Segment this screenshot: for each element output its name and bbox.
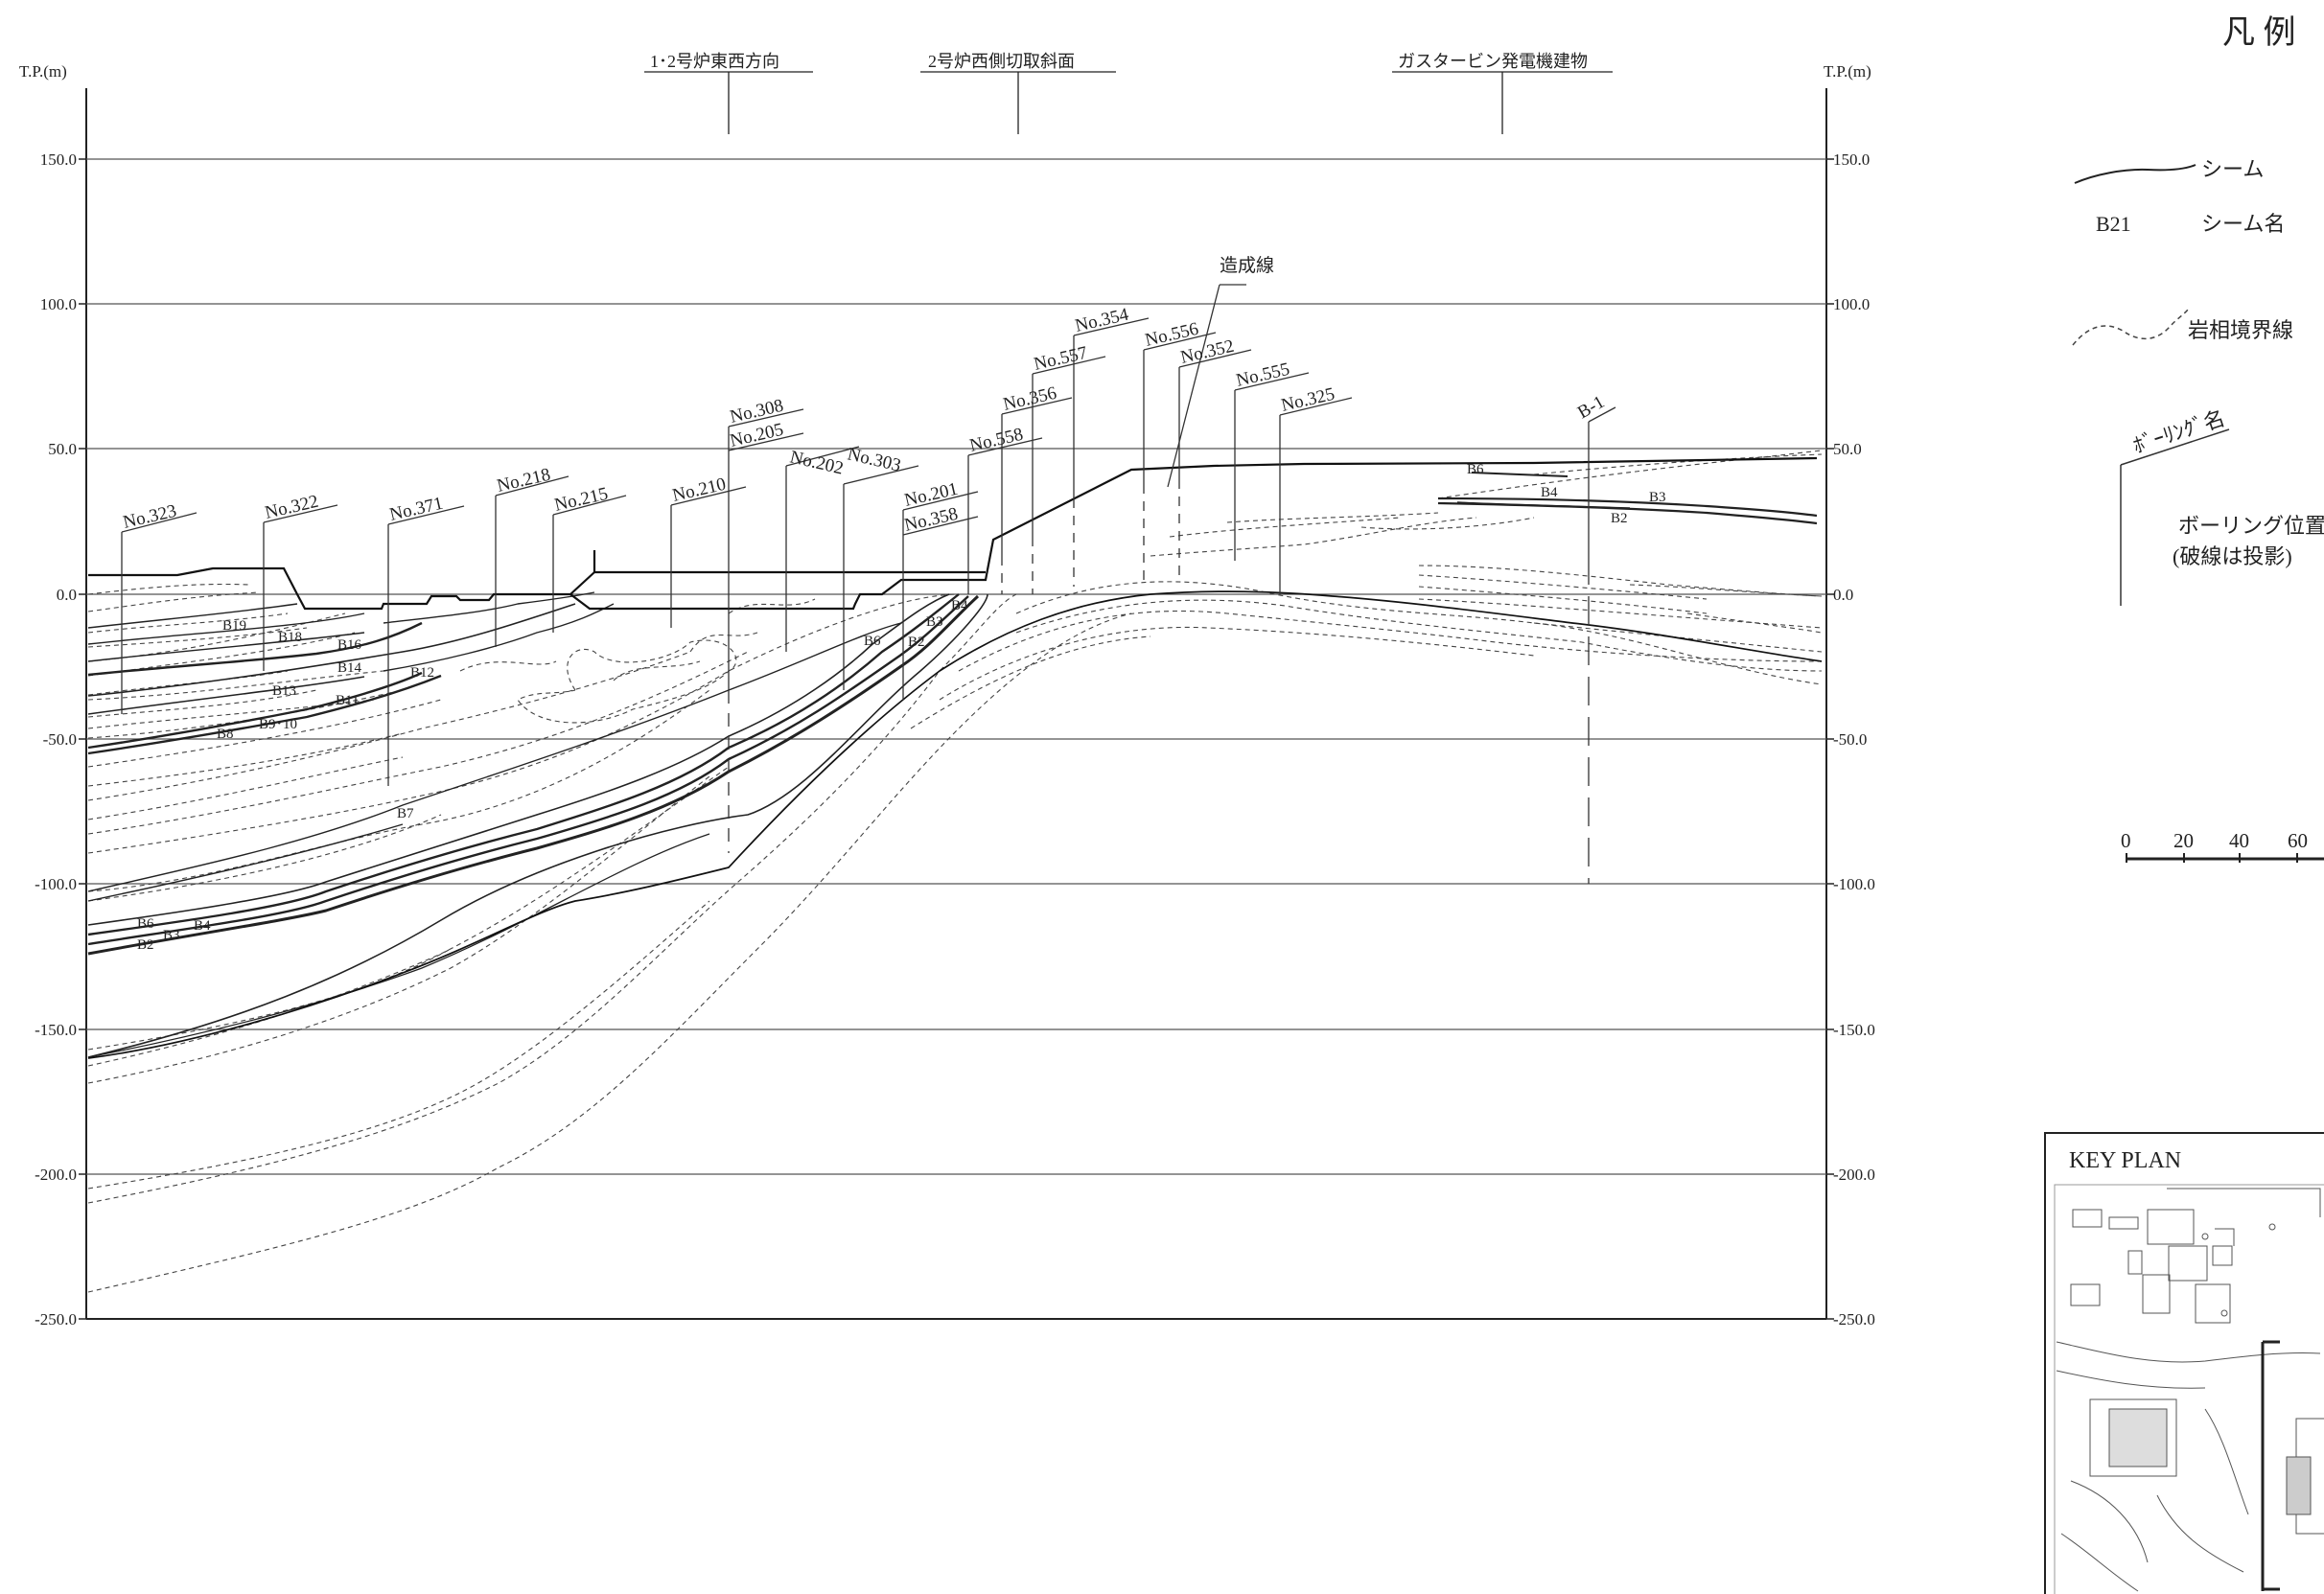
seam-label: B3	[1649, 490, 1666, 505]
seam-label: B18	[278, 630, 302, 645]
tick-label: 0.0	[57, 586, 77, 604]
seam-label: B12	[410, 665, 434, 681]
borehole-leaders	[121, 284, 1616, 884]
tick-label: -100.0	[35, 875, 77, 893]
seam-label: B14	[337, 660, 362, 676]
borehole-label: No.354	[1073, 305, 1130, 336]
tick-label: -250.0	[35, 1310, 77, 1328]
grading-line-label: 造成線	[1220, 255, 1274, 276]
legend-seam-name: シーム名	[2201, 212, 2285, 236]
axis-ticks	[79, 158, 1834, 1320]
seam-label: B4	[1541, 485, 1558, 500]
seams	[87, 472, 1818, 1058]
legend: 凡 例 シーム B21 シーム名 岩相境界線 ﾎﾞｰﾘﾝｸﾞ名 ボーリング位置 …	[2072, 15, 2324, 606]
legend-boring-projection: (破線は投影)	[2173, 544, 2292, 568]
borehole-label: No.325	[1279, 384, 1336, 416]
seam-label: B11	[336, 693, 359, 708]
direction-label: ガスタービン発電機建物	[1398, 52, 1588, 71]
axis-unit-right: T.P.(m)	[1824, 62, 1871, 81]
seam-label: B6	[864, 634, 881, 649]
key-plan-title: KEY PLAN	[2069, 1148, 2181, 1173]
left-tick-labels: 150.0 100.0 50.0 0.0 -50.0 -100.0 -150.0…	[35, 150, 77, 1328]
tick-label: -150.0	[1833, 1021, 1875, 1039]
tick-label: 50.0	[1833, 440, 1862, 458]
tick-label: -250.0	[1833, 1310, 1875, 1328]
borehole-label: No.555	[1234, 359, 1291, 391]
seam-label: B7	[397, 806, 414, 821]
right-tick-labels: 150.0 100.0 50.0 0.0 -50.0 -100.0 -150.0…	[1833, 150, 1875, 1328]
tick-label: 100.0	[1833, 295, 1870, 313]
seam-label: B2	[908, 635, 925, 650]
seam-label: B6	[137, 916, 154, 932]
axis-unit-left: T.P.(m)	[19, 62, 67, 81]
borehole-label: No.322	[263, 492, 320, 523]
seam-label: B9･10	[259, 717, 297, 732]
legend-boundary-line	[2072, 309, 2189, 346]
lithology-boundaries	[87, 450, 1823, 1293]
seam-label: B3	[163, 928, 180, 943]
tick-label: -100.0	[1833, 875, 1875, 893]
seam-label: B19	[222, 618, 246, 634]
tick-label: -200.0	[1833, 1166, 1875, 1184]
borehole-label: No.202	[788, 447, 846, 478]
seam-labels: B19 B18 B16 B14 B12 B13 B11 B8 B9･10 B7 …	[137, 462, 1666, 953]
tick-label: -150.0	[35, 1021, 77, 1039]
direction-label: 1･2号炉東西方向	[650, 52, 779, 71]
scale-tick-label: 60	[2288, 829, 2308, 852]
direction-label: 2号炉西側切取斜面	[928, 52, 1075, 71]
tick-label: -200.0	[35, 1166, 77, 1184]
seam-label: B8	[217, 727, 234, 742]
seam-label: B4	[951, 598, 968, 613]
borehole-label: No.323	[121, 501, 178, 533]
borehole-label: No.210	[670, 474, 728, 506]
legend-seam-code: B21	[2096, 212, 2131, 236]
borehole-label: No.356	[1001, 383, 1058, 415]
seam-label: B4	[194, 918, 211, 934]
tick-label: 150.0	[40, 150, 77, 169]
legend-boring-name: ﾎﾞｰﾘﾝｸﾞ名	[2130, 405, 2228, 457]
ground-surface	[88, 456, 1818, 611]
section-frame	[85, 88, 1827, 1320]
borehole-label: B-1	[1574, 392, 1608, 423]
seam-label: B13	[272, 683, 296, 699]
borehole-label: No.215	[552, 484, 610, 516]
scale-tick-label: 20	[2173, 829, 2194, 852]
legend-boundary-label: 岩相境界線	[2188, 318, 2293, 342]
scale-bar: 0 20 40 60	[2121, 829, 2324, 863]
seam-label: B2	[1611, 511, 1628, 526]
legend-boring-position: ボーリング位置	[2178, 514, 2324, 538]
borehole-label: No.558	[967, 425, 1025, 456]
tick-label: 50.0	[48, 440, 77, 458]
legend-seam-label: シーム	[2201, 157, 2264, 181]
direction-labels	[644, 71, 1613, 134]
seam-label: B3	[926, 614, 943, 630]
legend-title: 凡 例	[2222, 15, 2296, 51]
scale-tick-label: 40	[2229, 829, 2249, 852]
tick-label: 100.0	[40, 295, 77, 313]
seam-label: B6	[1467, 462, 1484, 477]
tick-label: 150.0	[1833, 150, 1870, 169]
borehole-label: No.557	[1032, 343, 1089, 375]
grid-lines	[86, 158, 1826, 1175]
legend-seam-line	[2074, 164, 2196, 184]
tick-label: -50.0	[1833, 730, 1867, 749]
borehole-label: No.218	[495, 465, 552, 497]
seam-label: B2	[137, 937, 154, 953]
key-plan: KEY PLAN	[2044, 1132, 2324, 1594]
key-plan-map	[2054, 1184, 2324, 1594]
tick-label: -50.0	[43, 730, 77, 749]
scale-tick-label: 0	[2121, 829, 2131, 852]
borehole-labels: No.323 No.322 No.371 No.218 No.215 No.21…	[121, 305, 1608, 536]
seam-label: B16	[337, 637, 362, 653]
tick-label: 0.0	[1833, 586, 1853, 604]
rock-surface	[87, 590, 1823, 1059]
borehole-label: No.371	[387, 494, 445, 525]
